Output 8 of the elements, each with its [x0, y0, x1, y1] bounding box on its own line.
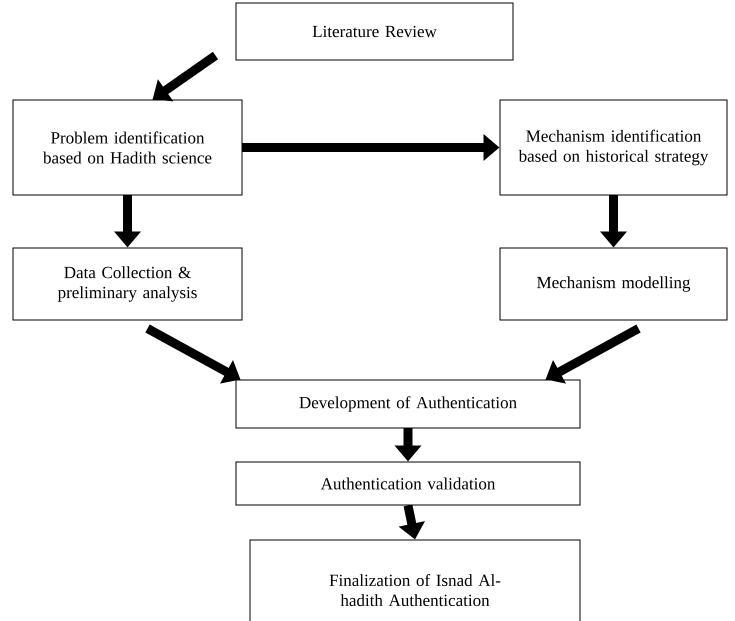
process-box: Data Collection & preliminary analysis: [12, 248, 242, 320]
process-box: Finalization of Isnad Al-hadith Authentication: [250, 540, 580, 621]
process-box: Authentication validation: [236, 462, 580, 506]
process-box: Development of Authentication: [236, 380, 580, 428]
process-box: Problem identification based on Hadith science: [12, 100, 242, 196]
process-box: Mechanism modelling: [500, 248, 728, 320]
process-box: Mechanism identification based on historical strategy: [500, 100, 728, 196]
process-box: Literature Review: [236, 2, 514, 60]
